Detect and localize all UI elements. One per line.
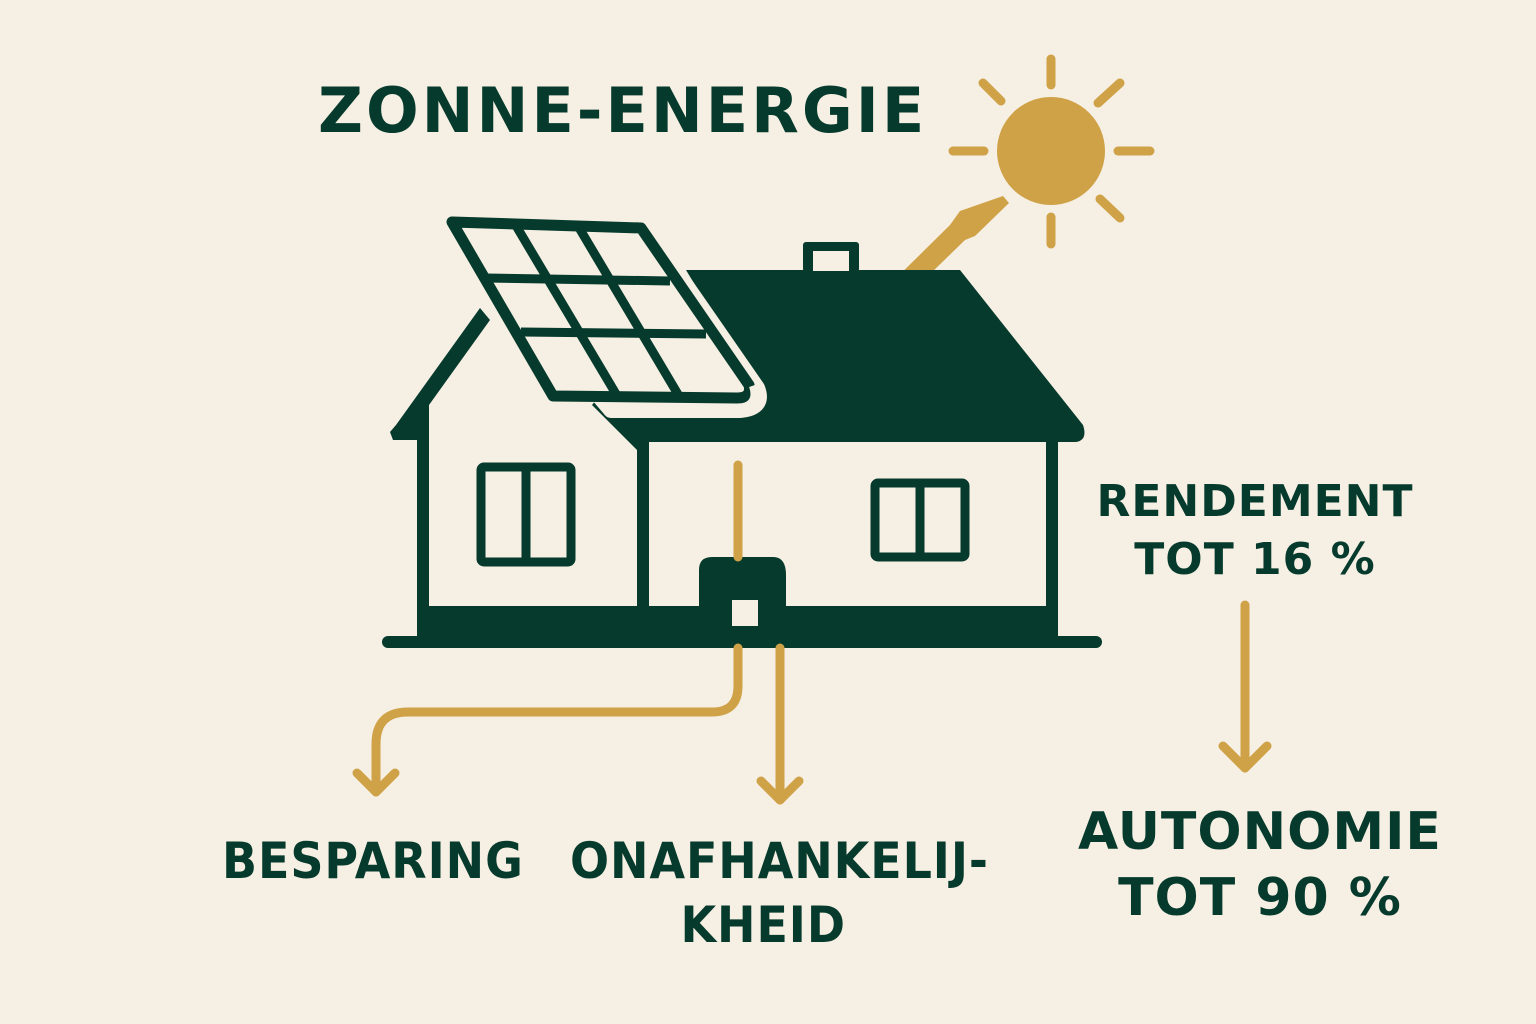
autonomie-line2: TOT 90 % bbox=[1118, 868, 1402, 928]
autonomie-label: AUTONOMIE TOT 90 % bbox=[1075, 806, 1445, 924]
arrow-besparing-head bbox=[352, 768, 400, 797]
onafhankelijkheid-line1: ONAFHANKELIJ- bbox=[570, 832, 989, 890]
window-right-icon bbox=[870, 478, 970, 562]
sun-icon bbox=[948, 54, 1155, 249]
rendement-label: RENDEMENT TOT 16 % bbox=[1090, 480, 1420, 582]
arrow-onafhankelijkheid-head bbox=[756, 776, 804, 805]
solar-panel-icon bbox=[438, 208, 767, 418]
onafhankelijkheid-line2: KHEID bbox=[680, 896, 846, 954]
rendement-line1: RENDEMENT bbox=[1096, 476, 1414, 527]
besparing-label: BESPARING bbox=[222, 832, 524, 890]
autonomie-line1: AUTONOMIE bbox=[1078, 802, 1442, 862]
window-left-icon bbox=[476, 462, 576, 567]
page-title: ZONNE-ENERGIE bbox=[318, 74, 928, 147]
onafhankelijkheid-label: ONAFHANKELIJ- KHEID bbox=[570, 832, 989, 954]
arrow-besparing-icon bbox=[371, 643, 743, 797]
energy-flow-arrows bbox=[352, 460, 1272, 805]
rendement-line2: TOT 16 % bbox=[1134, 534, 1376, 585]
arrow-autonomie-head bbox=[1218, 741, 1272, 773]
house-icon bbox=[382, 242, 1102, 648]
